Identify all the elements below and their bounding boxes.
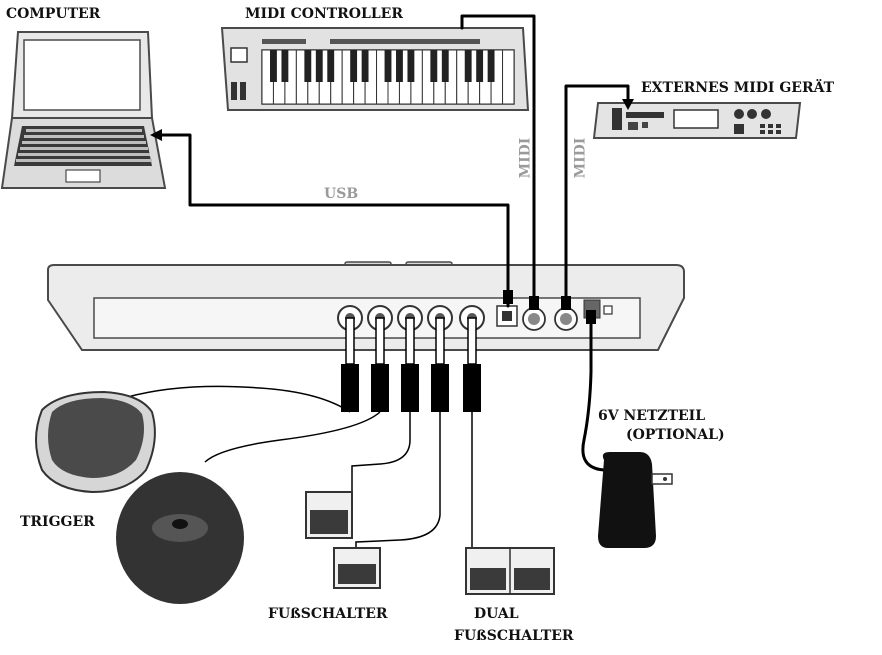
power-label-line2: (OPTIONAL) [626, 427, 725, 443]
black-key [396, 50, 403, 82]
black-key [430, 50, 438, 82]
dual-footswitch-label-line1: DUAL [474, 606, 519, 622]
power-adapter-icon [598, 452, 673, 548]
black-key [384, 50, 392, 82]
black-key [304, 50, 312, 82]
black-key [315, 50, 323, 82]
footswitch-icon [305, 491, 353, 539]
black-key [327, 50, 335, 82]
usb-cable [156, 133, 510, 308]
trigger-label: TRIGGER [20, 514, 95, 530]
midi-cable-external [564, 84, 630, 308]
midi-arrow-icon [622, 99, 634, 110]
footswitch-icon [333, 547, 381, 589]
plug-shaft-icon [345, 317, 355, 365]
plug-shaft-icon [467, 317, 477, 365]
white-key [502, 49, 515, 105]
black-key [281, 50, 289, 82]
midi-label-controller: MIDI [517, 137, 534, 179]
external-midi-label: EXTERNES MIDI GERÄT [641, 80, 835, 96]
black-key [487, 50, 495, 82]
black-key [361, 50, 369, 82]
footswitch-label: FUßSCHALTER [268, 606, 388, 622]
laptop-icon [0, 31, 167, 189]
plug-body-icon [463, 364, 481, 412]
black-key [476, 50, 484, 82]
black-key [350, 50, 358, 82]
dual-footswitch-icon [465, 547, 555, 595]
computer-label: COMPUTER [6, 6, 101, 22]
black-key [441, 50, 449, 82]
power-cable [581, 318, 606, 472]
main-unit [47, 261, 685, 351]
black-key [407, 50, 415, 82]
midi-cable-controller [460, 14, 536, 308]
plug-shaft-icon [405, 317, 415, 365]
usb-arrow-icon [150, 129, 162, 141]
usb-label: USB [324, 186, 359, 202]
plug-body-icon [431, 364, 449, 412]
plug-body-icon [341, 364, 359, 412]
plug-shaft-icon [435, 317, 445, 365]
plug-shaft-icon [375, 317, 385, 365]
keyboard-icon [220, 27, 530, 111]
cymbal-icon [116, 472, 244, 604]
power-label-line1: 6V NETZTEIL [598, 408, 706, 424]
dual-footswitch-label-line2: FUßSCHALTER [454, 628, 574, 644]
black-key [270, 50, 277, 82]
midi-label-external: MIDI [572, 137, 589, 179]
cables [156, 14, 630, 472]
plug-body-icon [401, 364, 419, 412]
plug-body-icon [371, 364, 389, 412]
rack-module-icon [592, 102, 802, 139]
midi-controller-label: MIDI CONTROLLER [245, 6, 403, 22]
black-key [464, 50, 472, 82]
drum-pad-icon [35, 390, 156, 494]
